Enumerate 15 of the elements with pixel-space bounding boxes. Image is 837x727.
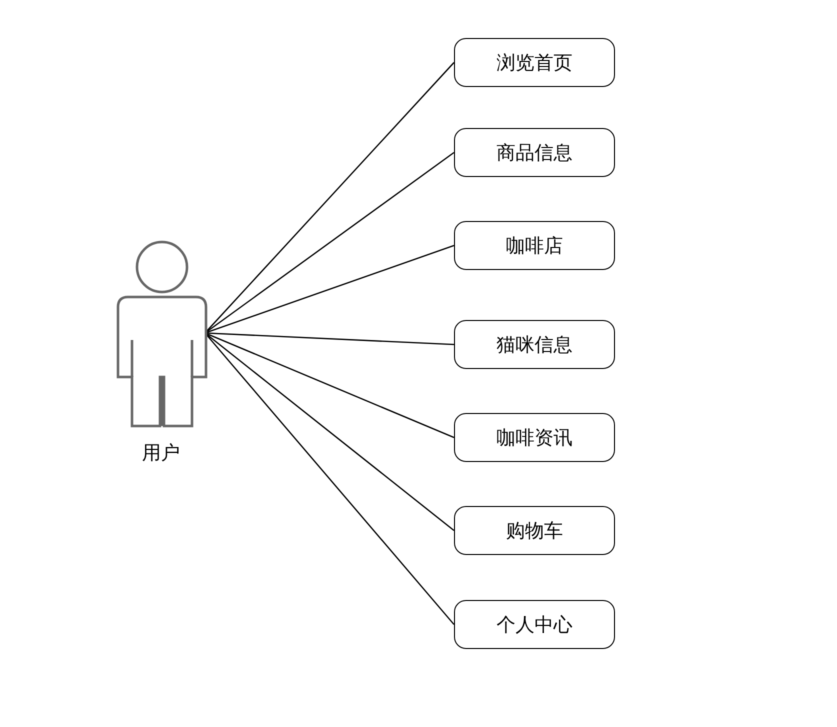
use-case-label: 猫咪信息 (496, 332, 572, 358)
actor-label: 用户 (142, 441, 180, 466)
use-case-label: 个人中心 (496, 612, 572, 638)
use-case-box (454, 600, 615, 649)
use-case-box (454, 221, 615, 270)
use-case-label: 浏览首页 (496, 50, 572, 76)
use-case-box (454, 506, 615, 555)
use-case-box (454, 38, 615, 87)
use-case-box (454, 128, 615, 177)
use-case-label: 咖啡店 (506, 234, 563, 258)
use-case-label: 购物车 (506, 518, 563, 544)
use-case-label: 咖啡资讯 (496, 426, 572, 450)
use-case-box (454, 413, 615, 462)
use-case-label: 商品信息 (496, 140, 572, 166)
use-case-box (454, 320, 615, 369)
